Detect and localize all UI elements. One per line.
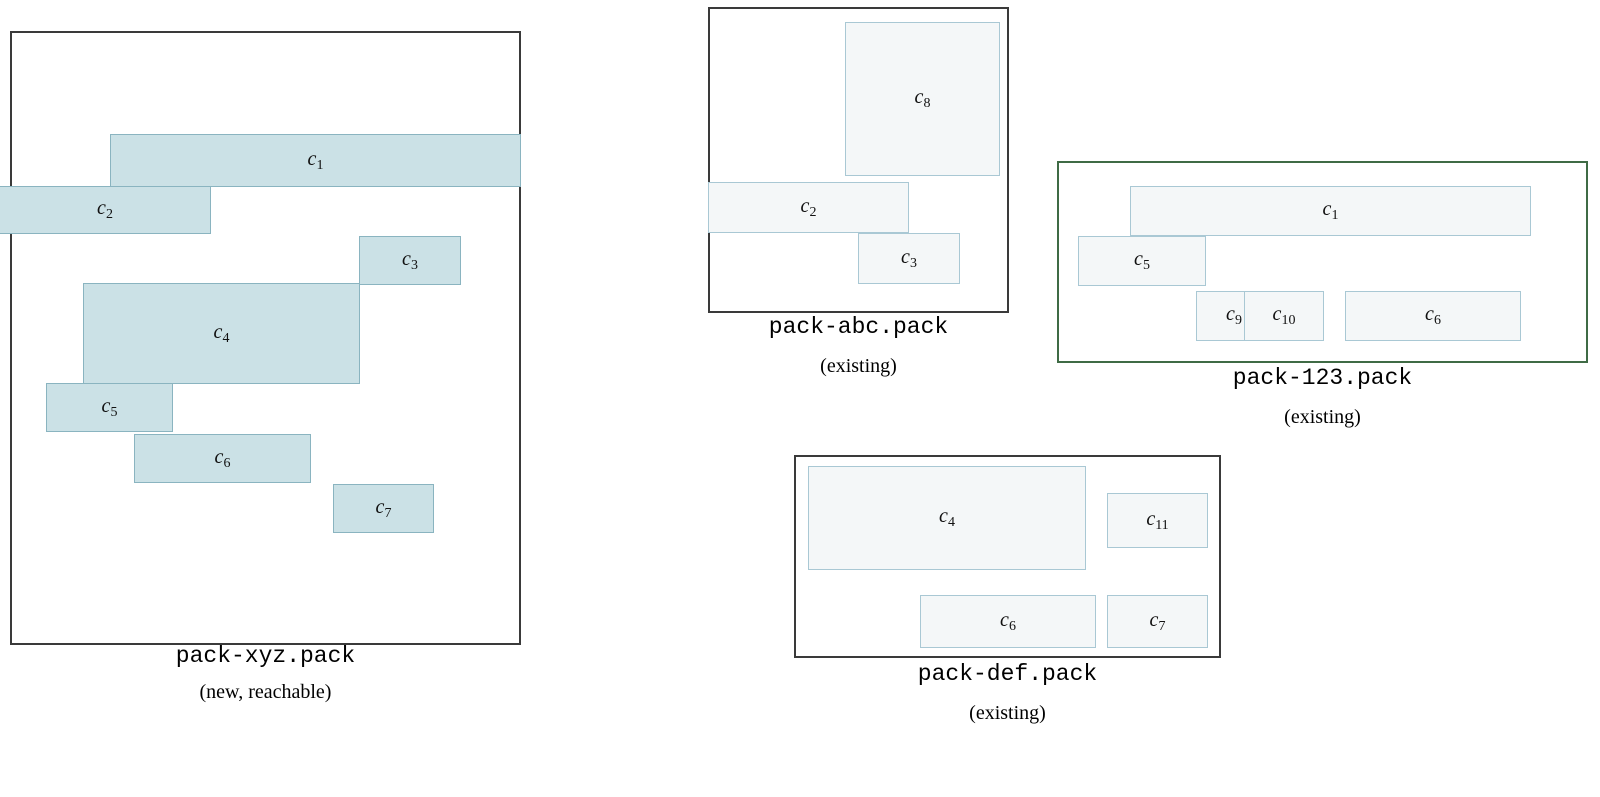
- chunk-pack-xyz-c5: c5: [46, 383, 173, 432]
- chunk-label: c2: [800, 194, 817, 220]
- chunk-label: c4: [213, 320, 230, 346]
- pack-label-pack-xyz: pack-xyz.pack: [175, 643, 356, 669]
- pack-sublabel-pack-abc: (existing): [820, 355, 897, 377]
- chunk-pack-abc-c8: c8: [845, 22, 1000, 176]
- pack-label-pack-123: pack-123.pack: [1232, 365, 1413, 391]
- chunk-pack-def-c4: c4: [808, 466, 1086, 570]
- chunk-label: c6: [1425, 303, 1441, 328]
- chunk-label: c5: [101, 394, 118, 420]
- pack-sublabel-pack-def: (existing): [969, 702, 1046, 724]
- chunk-label: c3: [901, 245, 917, 271]
- pack-label-pack-abc: pack-abc.pack: [768, 314, 949, 340]
- chunk-pack-abc-c3: c3: [858, 233, 960, 284]
- chunk-label: c8: [914, 86, 931, 111]
- chunk-pack-xyz-c7: c7: [333, 484, 434, 533]
- chunk-pack-abc-c2: c2: [708, 182, 909, 233]
- chunk-label: c1: [1322, 198, 1339, 223]
- chunk-label: c7: [375, 495, 392, 521]
- chunk-pack-xyz-c3: c3: [359, 236, 461, 285]
- chunk-pack-xyz-c6: c6: [134, 434, 311, 483]
- pack-label-pack-def: pack-def.pack: [917, 661, 1098, 687]
- chunk-pack-xyz-c2: c2: [0, 186, 211, 234]
- chunk-label: c1: [307, 147, 324, 173]
- chunk-label: c4: [939, 505, 955, 530]
- chunk-pack-xyz-c1: c1: [110, 134, 521, 187]
- chunk-label: c2: [97, 197, 113, 222]
- chunk-pack-def-c11: c11: [1107, 493, 1208, 548]
- chunk-label: c5: [1134, 248, 1150, 273]
- chunk-label: c6: [1000, 608, 1016, 634]
- pack-sublabel-pack-123: (existing): [1284, 406, 1361, 428]
- chunk-label: c7: [1149, 608, 1166, 634]
- chunk-pack-def-c7: c7: [1107, 595, 1208, 648]
- chunk-pack-123-c1: c1: [1130, 186, 1531, 236]
- chunk-label: c6: [214, 445, 231, 471]
- chunk-pack-123-c5: c5: [1078, 236, 1206, 286]
- chunk-pack-123-c10: c10: [1244, 291, 1324, 341]
- chunk-label: c9: [1226, 303, 1242, 328]
- chunk-pack-def-c6: c6: [920, 595, 1096, 648]
- pack-sublabel-pack-xyz: (new, reachable): [199, 681, 332, 703]
- chunk-pack-xyz-c4: c4: [83, 283, 360, 384]
- chunk-label: c10: [1272, 303, 1296, 328]
- chunk-label: c11: [1146, 507, 1169, 533]
- chunk-pack-123-c6: c6: [1345, 291, 1521, 341]
- chunk-label: c3: [402, 247, 418, 273]
